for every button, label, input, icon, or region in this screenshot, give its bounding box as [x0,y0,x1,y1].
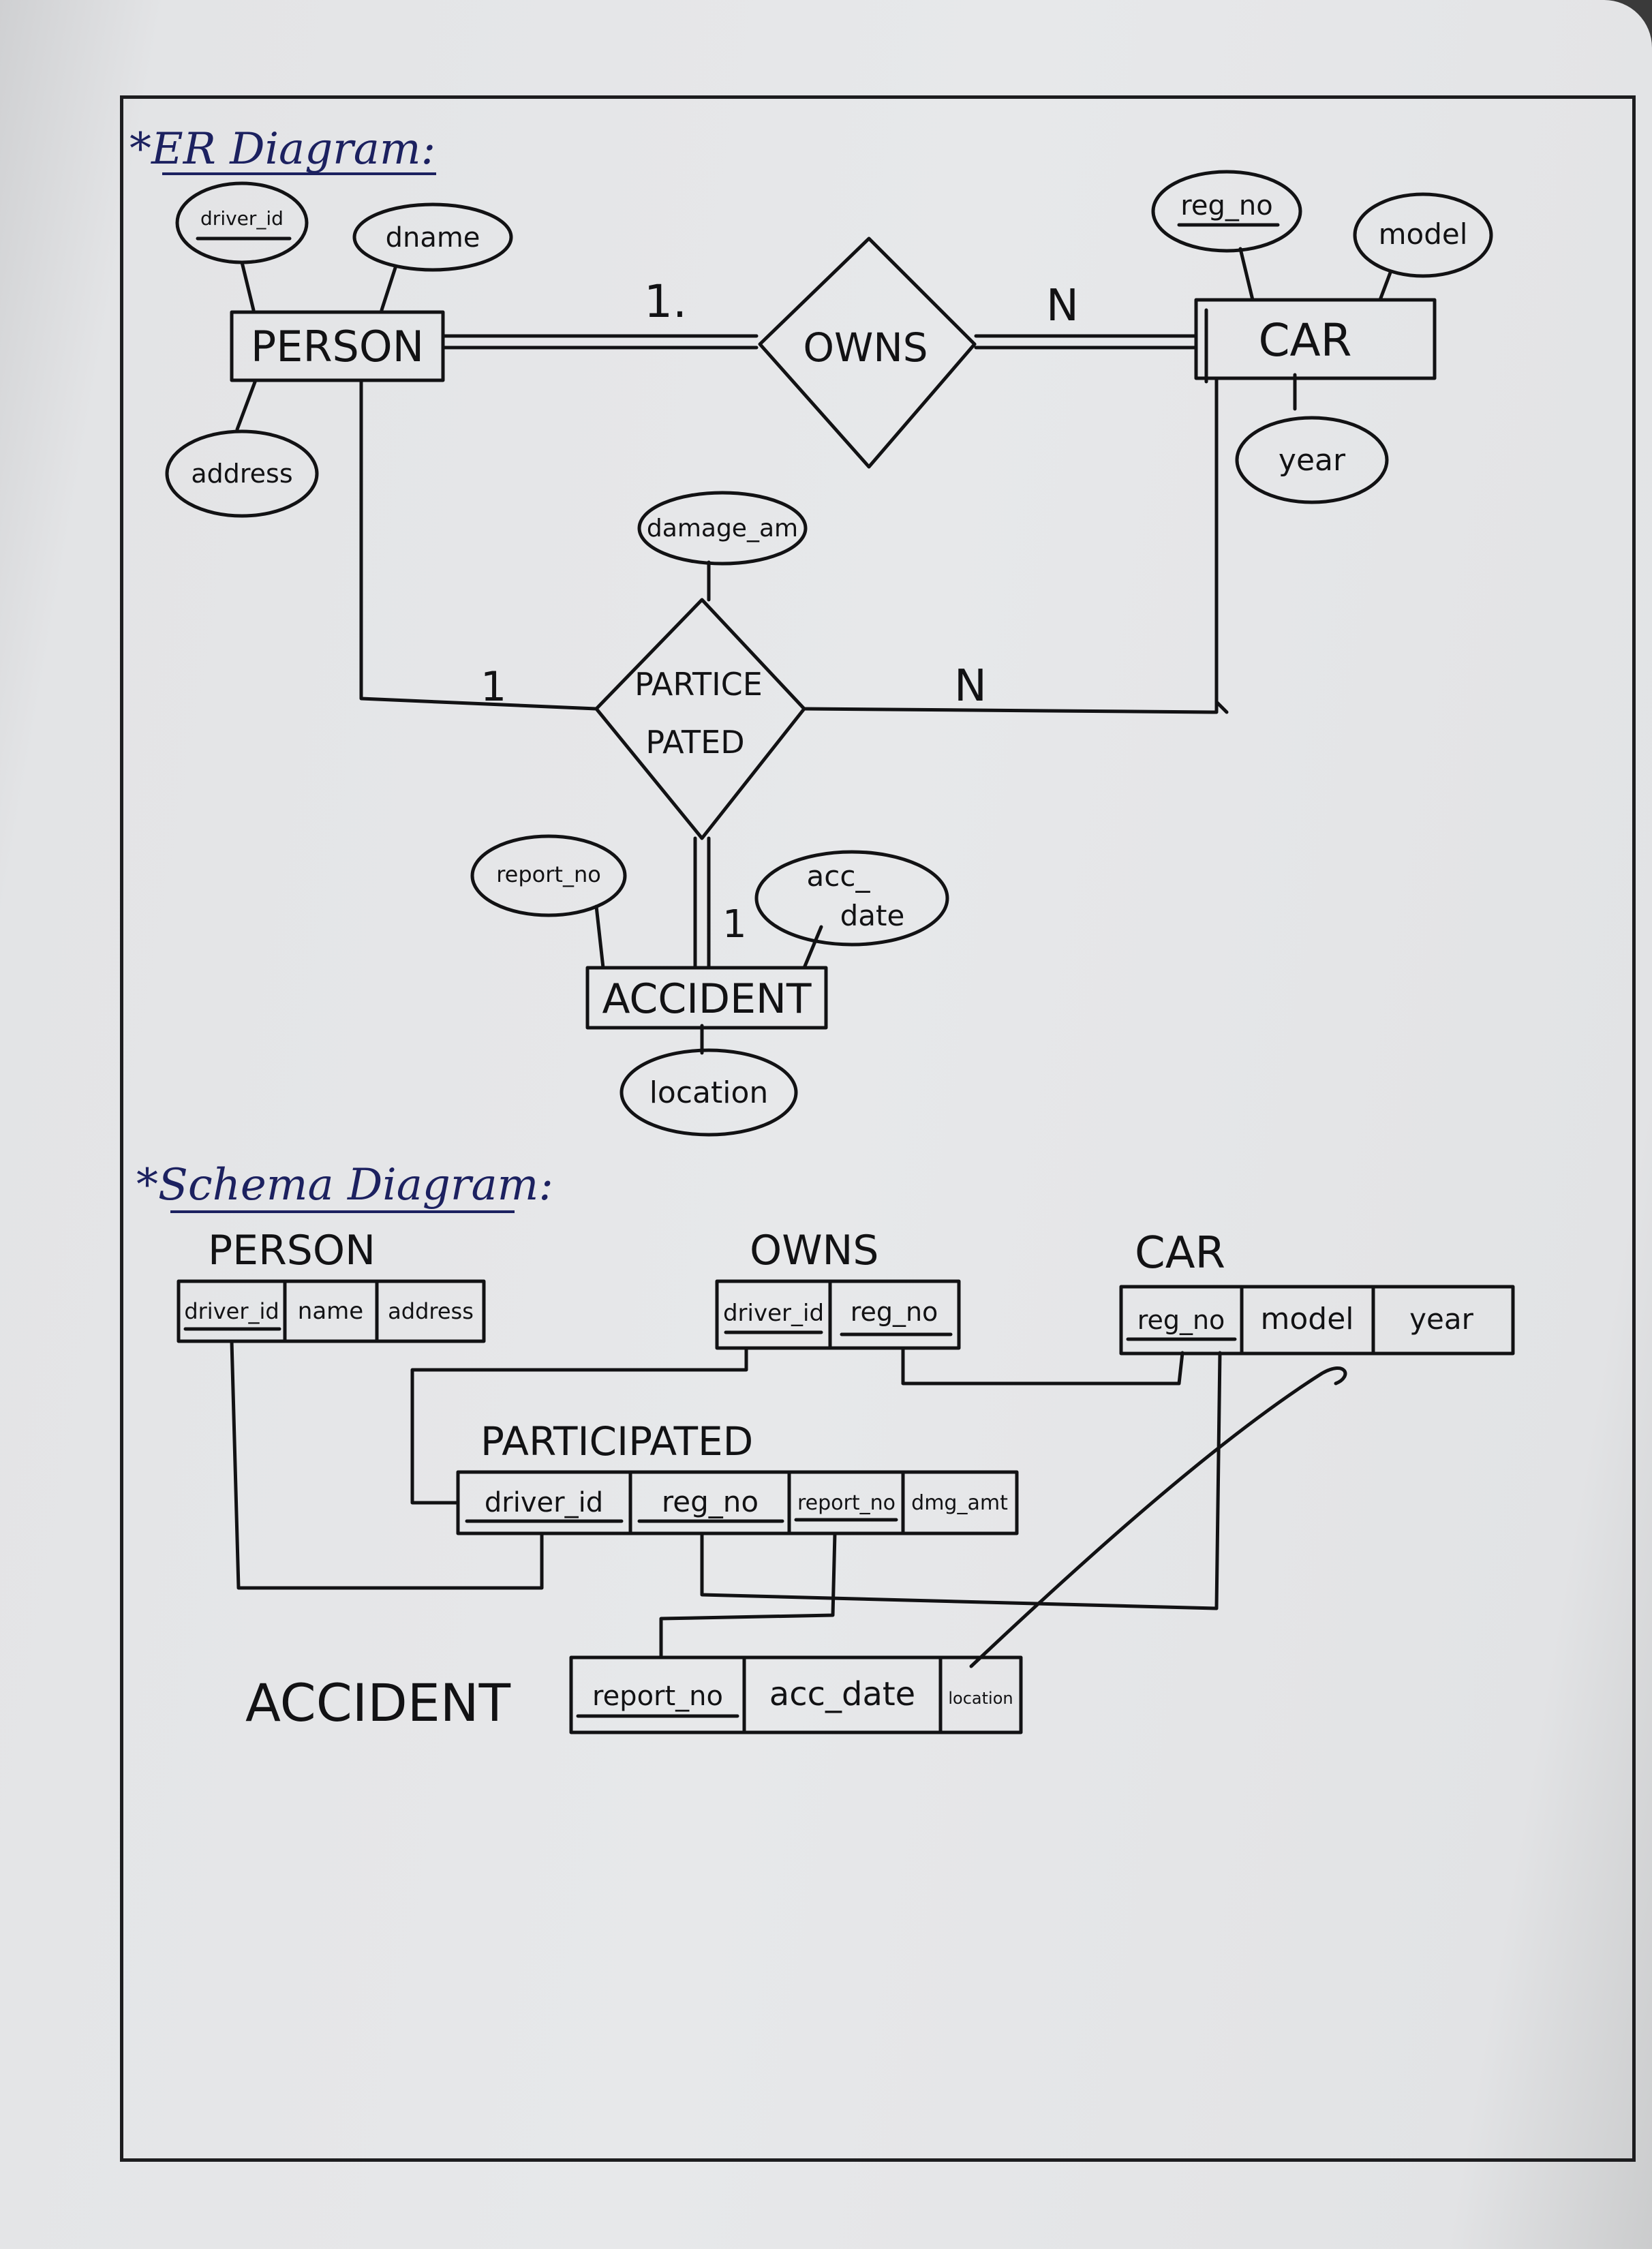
schema-owns-table [715,1279,961,1350]
page-border [120,95,1636,2162]
schema-accident-col-2: acc_date [769,1675,915,1713]
attr-acc-date [754,850,949,947]
relationship-participated-label-1: PARTICE [634,666,763,703]
attr-dname-label: dname [386,222,480,254]
schema-participated-title: PARTICIPATED [480,1418,753,1465]
attr-driver-id-label: driver_id [200,207,284,230]
schema-fk-lines [230,1339,1347,1668]
relationship-participated-label-2: PATED [645,724,744,761]
attr-damage-amt-label: damage_am [647,515,798,542]
schema-person-title: PERSON [208,1227,376,1274]
schema-owns-col-2: reg_no [851,1297,938,1327]
attr-damage-amt [637,491,808,566]
attr-year [1235,416,1389,504]
schema-owns-title: OWNS [750,1227,879,1274]
schema-accident-title: ACCIDENT [245,1672,511,1733]
attr-model [1353,192,1493,278]
attr-address-label: address [191,459,292,489]
card-owns-person: 1. [644,275,687,328]
attr-dname [352,202,513,272]
card-part-accident: 1 [722,902,747,947]
attr-driver-id [175,181,309,264]
schema-car-col-1: reg_no [1137,1305,1225,1335]
attr-report-no [470,834,627,917]
attr-acc-date-label-2: date [840,899,905,932]
schema-person-col-3: address [388,1298,474,1324]
relationship-owns-label: OWNS [803,324,928,371]
attr-year-label: year [1279,443,1346,478]
schema-person-table [177,1279,486,1343]
attr-reg-no-label: reg_no [1180,190,1272,221]
schema-participated-col-2: reg_no [662,1485,759,1518]
entity-car-label: CAR [1258,314,1351,367]
entity-person [230,310,445,382]
attr-acc-date-label-1: acc_ [807,859,871,893]
schema-participated-col-3: report_no [797,1491,896,1515]
card-owns-car: N [1046,281,1079,331]
er-heading: *ER Diagram: [129,124,435,174]
er-connectors [235,247,1392,1055]
card-part-person: 1 [480,663,506,711]
schema-car-table [1119,1285,1515,1356]
schema-car-col-3: year [1409,1302,1473,1336]
attr-location [620,1048,798,1137]
schema-car-title: CAR [1135,1228,1225,1279]
entity-accident-label: ACCIDENT [602,975,811,1023]
entity-accident [585,966,828,1030]
relationship-participated [594,598,806,840]
attr-model-label: model [1379,217,1468,251]
attr-report-no-label: report_no [496,861,601,887]
schema-accident-col-3: location [948,1689,1013,1708]
schema-accident-col-1: report_no [592,1681,723,1712]
schema-participated-col-4: dmg_amt [911,1491,1008,1515]
schema-participated-col-1: driver_id [485,1487,603,1518]
attr-reg-no [1151,170,1302,253]
schema-accident-table [569,1655,1023,1734]
attr-location-label: location [649,1075,769,1110]
schema-person-col-2: name [298,1298,363,1325]
schema-owns-col-1: driver_id [723,1300,824,1327]
card-part-car: N [954,661,987,712]
entity-car [1194,298,1437,380]
entity-person-label: PERSON [251,322,424,371]
schema-heading: *Schema Diagram: [136,1160,553,1210]
schema-person-col-1: driver_id [184,1298,279,1324]
relationship-owns [758,236,977,469]
schema-car-col-2: model [1260,1302,1353,1336]
schema-participated-table [456,1470,1019,1535]
attr-address [165,429,319,518]
